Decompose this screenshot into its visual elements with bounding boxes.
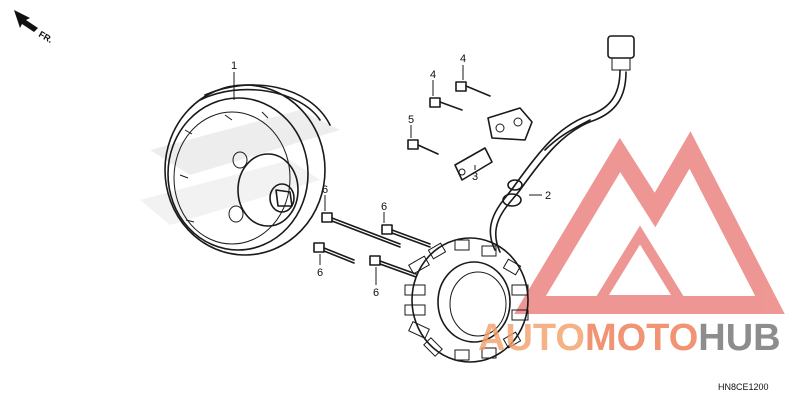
connector-plug[interactable] — [607, 35, 635, 59]
callout-stator-bolt-a: 6 — [322, 184, 328, 196]
flywheel[interactable] — [164, 84, 331, 256]
watermark-part3: HUB — [698, 317, 780, 359]
stator-coils — [404, 239, 529, 361]
stator[interactable] — [404, 237, 529, 363]
stator-bolt-a[interactable] — [321, 212, 401, 248]
callout-stator-bolt-c: 6 — [317, 267, 323, 279]
diagram-code: HN8CE1200 — [718, 382, 769, 392]
bolt-upper-a[interactable] — [455, 81, 491, 97]
watermark-part1: AUTO — [478, 317, 585, 359]
front-direction-indicator: FR. — [14, 10, 55, 45]
wire-harness[interactable] — [489, 35, 635, 253]
stator-bolt-c[interactable] — [313, 242, 355, 264]
watermark-text: AUTOMOTOHUB — [478, 317, 781, 359]
callout-bolt-upper-a: 4 — [460, 53, 466, 65]
cover-plate[interactable] — [454, 147, 493, 181]
bolt-plate[interactable] — [407, 139, 439, 155]
callout-stator-bolt-d: 6 — [373, 287, 379, 299]
direction-label: FR. — [37, 29, 55, 45]
callout-leaders — [233, 65, 542, 285]
callout-stator-bolt-b: 6 — [381, 201, 387, 213]
stator-bolt-b[interactable] — [381, 224, 431, 248]
stator-bolt-d[interactable] — [369, 255, 417, 278]
callout-bolt-upper-b: 4 — [430, 69, 436, 81]
watermark-logo — [514, 131, 785, 314]
bolt-upper-b[interactable] — [429, 97, 463, 111]
callout-bolt-plate: 5 — [408, 114, 414, 126]
callout-flywheel: 1 — [231, 60, 237, 72]
callout-wire-harness: 2 — [545, 190, 551, 202]
callout-cover-plate: 3 — [472, 171, 478, 183]
pickup-sensor[interactable] — [487, 107, 533, 141]
direction-arrow-icon — [14, 10, 38, 32]
watermark-part2: MOTO — [585, 317, 698, 359]
